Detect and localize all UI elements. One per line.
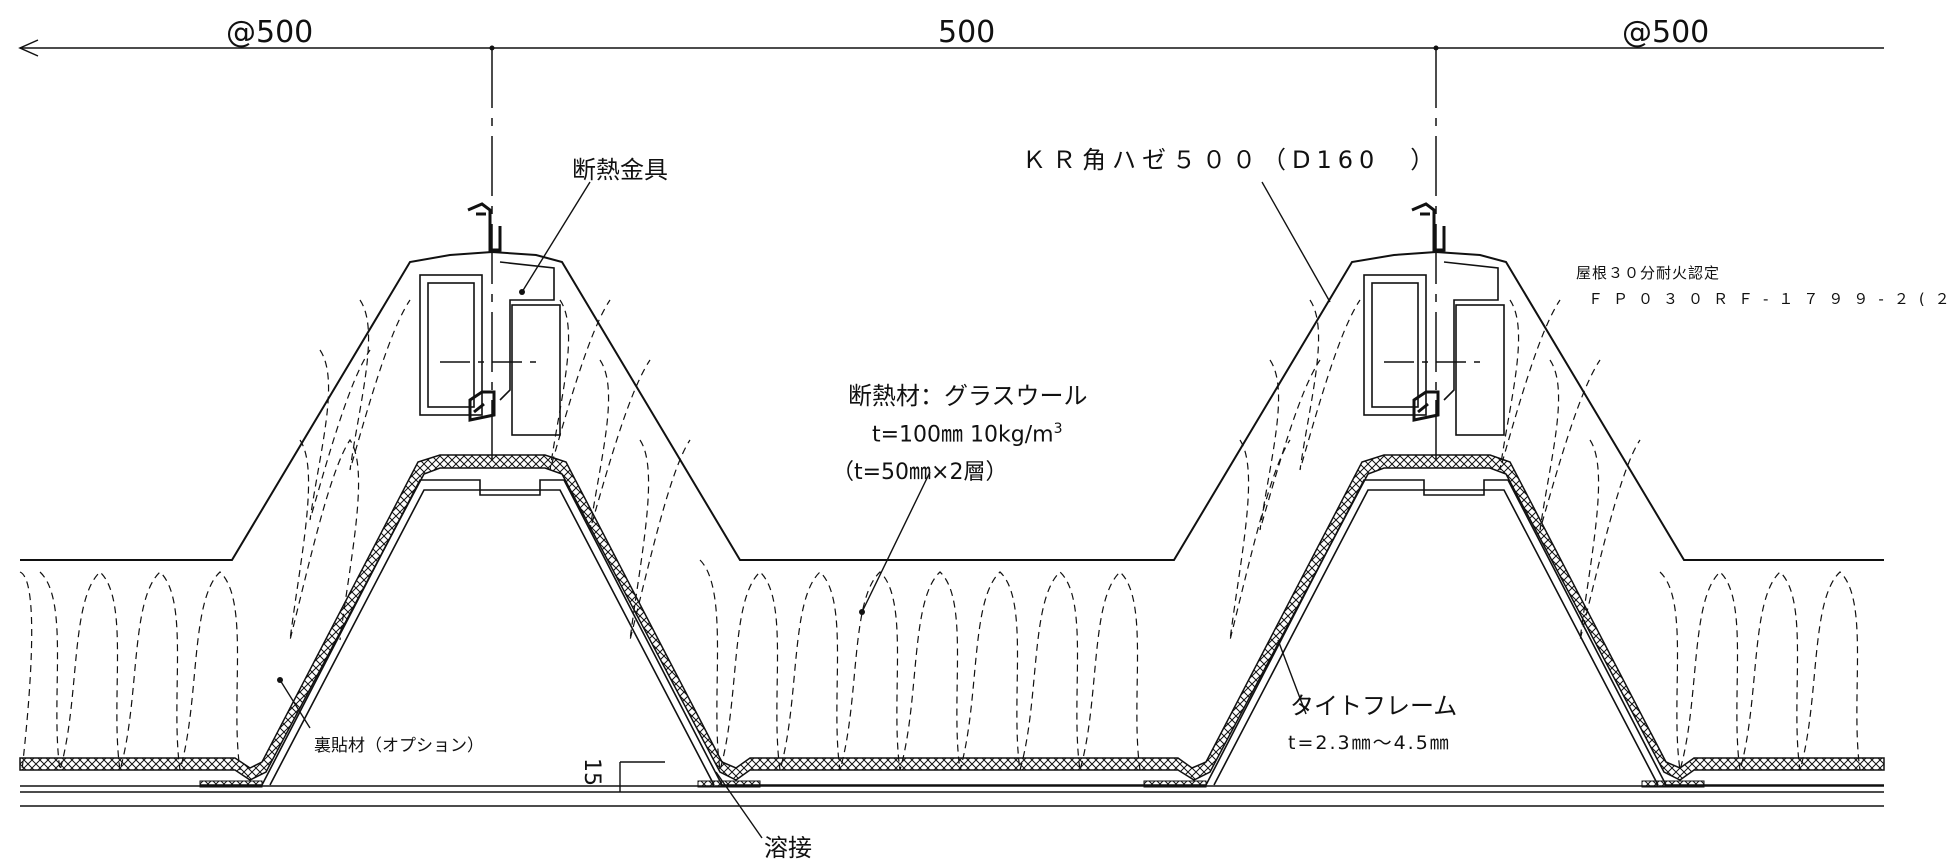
insulation-thickness-unit-sup: 3 [1053, 421, 1063, 437]
backing-layer [19, 454, 1885, 781]
right-pitch-label: @500 [1622, 15, 1710, 50]
tight-frame-thickness-label: t=2.3㎜～4.5㎜ [1288, 732, 1451, 754]
weld-marks [199, 780, 1705, 788]
insulation-bracket-right [1363, 261, 1505, 436]
center-pitch-label: 500 [938, 15, 996, 50]
leader-lines [279, 181, 1331, 839]
insulation-bracket-left [419, 261, 561, 436]
roof-panel-profile [20, 250, 1884, 561]
tight-frame [200, 479, 1884, 786]
insulation-bracket-label: 断熱金具 [572, 156, 668, 184]
clearance-dimension [619, 761, 665, 792]
tight-frame-label: タイトフレーム [1290, 692, 1458, 720]
insulation-layers-label: （t=50㎜×2層） [832, 460, 1008, 485]
dimension-line [18, 39, 1884, 57]
tight-frame-inner [269, 489, 1659, 786]
center-lines [440, 48, 1484, 470]
insulation-thickness-label: t=100㎜ 10kg/m3 [872, 422, 1063, 446]
leader-dots [277, 289, 865, 683]
weld-label: 溶接 [764, 834, 812, 862]
left-pitch-label: @500 [226, 15, 314, 50]
seam-right [1411, 202, 1446, 252]
backing-label: 裏貼材（オプション） [314, 736, 484, 756]
seam-left [467, 202, 502, 252]
insulation-thickness-text: t=100㎜ 10kg/m [872, 422, 1054, 448]
roof-panel-label: ＫＲ角ハゼ５００（D160 ） [1022, 146, 1441, 174]
clearance-label: 15 [579, 758, 604, 786]
base-lines [20, 785, 1884, 807]
fire-cert-number: ＦＰ０３０ＲＦ-１７９９-２(２ [1588, 290, 1960, 308]
fire-cert-title: 屋根３０分耐火認定 [1576, 264, 1721, 282]
insulation-name-label: 断熱材：グラスウール [848, 382, 1088, 410]
roof-section-drawing [18, 39, 1885, 839]
